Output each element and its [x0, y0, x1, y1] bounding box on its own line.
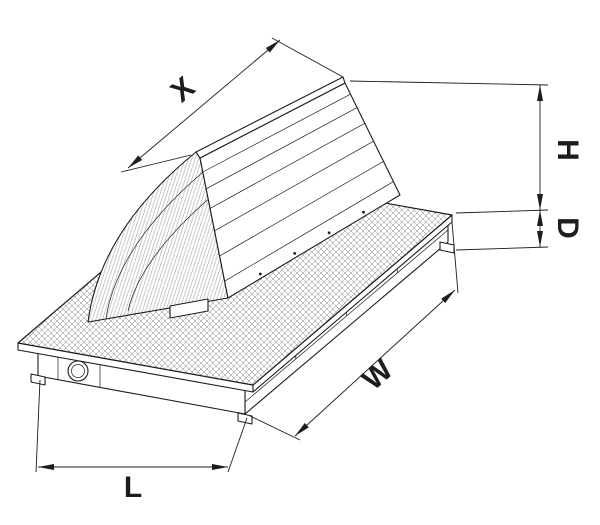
extension-line	[271, 37, 344, 78]
dimension-line	[294, 289, 456, 437]
slope-segment-line	[219, 161, 384, 257]
pipe-opening-outer	[67, 360, 89, 382]
extension-line	[455, 209, 549, 214]
cowl-contour-line	[127, 195, 213, 312]
arrowhead	[212, 464, 228, 470]
dimension-label-w: W	[356, 353, 400, 397]
foot-right	[439, 241, 455, 254]
arrowhead	[537, 210, 543, 226]
foot-front	[237, 412, 253, 425]
extension-line	[249, 415, 301, 441]
arrowhead	[537, 194, 543, 210]
bolt-dot	[293, 252, 297, 255]
arrowhead	[295, 423, 309, 436]
slope-segment-line	[202, 93, 351, 173]
extension-line	[120, 154, 192, 173]
slope-segment-line	[206, 107, 358, 190]
pipe-opening-inner	[71, 364, 85, 378]
arrowhead	[537, 231, 543, 247]
dimension-h: H	[349, 80, 584, 214]
extension-line	[455, 246, 549, 251]
extension-line	[35, 379, 41, 473]
bolt-dot	[327, 231, 331, 235]
dimension-l: L	[35, 379, 248, 504]
arrowhead	[537, 85, 543, 101]
extension-line	[227, 417, 248, 473]
dimension-label-l: L	[124, 471, 142, 504]
name-plate	[169, 298, 209, 319]
dimension-d: D	[455, 210, 584, 251]
dimension-label-h: H	[551, 139, 584, 161]
slope-segment-line	[214, 140, 374, 232]
slope-segment-line	[224, 181, 394, 282]
arrowhead	[441, 290, 455, 303]
arrowhead	[38, 464, 54, 470]
bolt-dot	[258, 272, 262, 276]
foot-left	[30, 373, 46, 386]
cowl-contour-line	[105, 171, 204, 319]
top-lip-plate	[195, 76, 346, 159]
dimension-label-x: X	[165, 71, 202, 109]
wedge-housing	[87, 76, 401, 323]
extension-line	[451, 221, 459, 294]
arrowhead	[128, 155, 143, 168]
dimension-line	[127, 39, 281, 169]
extension-line	[349, 80, 549, 86]
bolt-dot	[362, 210, 365, 214]
arrowhead	[265, 40, 280, 53]
slope-segment-line	[209, 122, 365, 209]
dimension-label-d: D	[551, 217, 584, 239]
